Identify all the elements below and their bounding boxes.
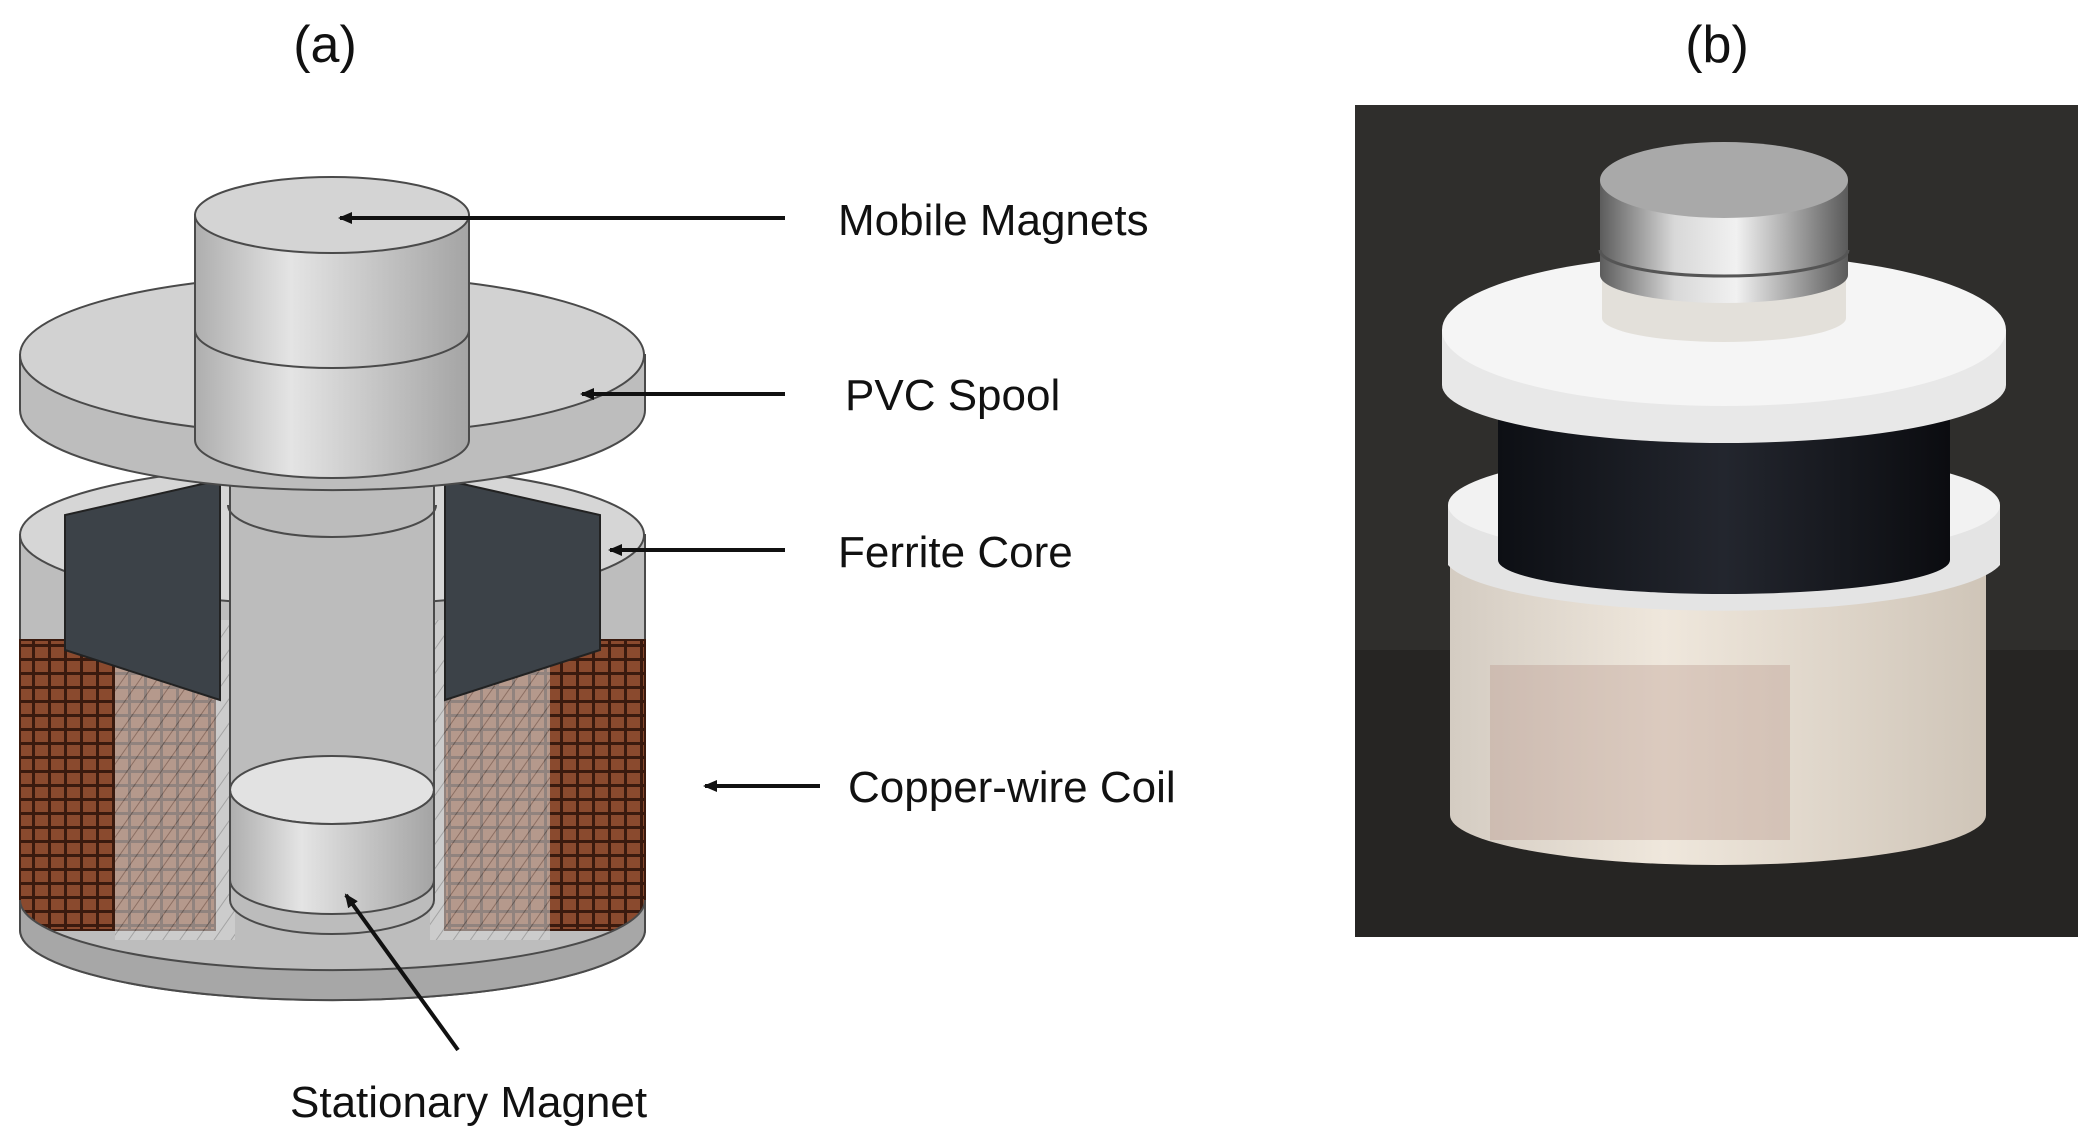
magnet-seam-1 [194, 329, 470, 369]
magnet-seam-2 [227, 504, 437, 538]
mobile-magnets-cylinder [194, 214, 470, 479]
ferrite-core-left [64, 478, 221, 702]
callout-label-pvc-spool: PVC Spool [845, 371, 1060, 420]
panel-b: (b) [1355, 16, 2078, 937]
cutaway-drawing [19, 176, 646, 1002]
panel-a: (a) [19, 16, 1176, 1127]
panel-b-label: (b) [1685, 16, 1749, 74]
magnet-stack-top [1600, 142, 1848, 218]
tape-wrapped-coil [1450, 520, 1986, 865]
callout-copper-wire-coil: Copper-wire Coil [703, 763, 1176, 812]
callout-label-ferrite-core: Ferrite Core [838, 528, 1073, 577]
black-ferrite-core [1498, 390, 1950, 594]
magnet-stack-seam [1598, 249, 1850, 278]
lower-body-bottom-rim [19, 899, 646, 1002]
callout-pvc-spool: PVC Spool [580, 371, 1060, 420]
callout-ferrite-core: Ferrite Core [608, 528, 1073, 577]
callout-arrow-stationary-magnet [344, 893, 460, 1052]
callout-mobile-magnets: Mobile Magnets [338, 196, 1149, 245]
visible-copper-through-tape [1490, 665, 1790, 840]
ferrite-core-right [444, 478, 601, 702]
callout-label-copper-wire-coil: Copper-wire Coil [848, 763, 1176, 812]
stationary-magnet-side [229, 789, 435, 915]
callout-label-mobile-magnets: Mobile Magnets [838, 196, 1149, 245]
mobile-magnets-top-face [194, 176, 470, 254]
photo-of-device [1355, 105, 2078, 937]
callout-stationary-magnet: Stationary Magnet [290, 893, 647, 1127]
callout-label-stationary-magnet: Stationary Magnet [290, 1078, 647, 1127]
panel-a-label: (a) [293, 16, 357, 74]
